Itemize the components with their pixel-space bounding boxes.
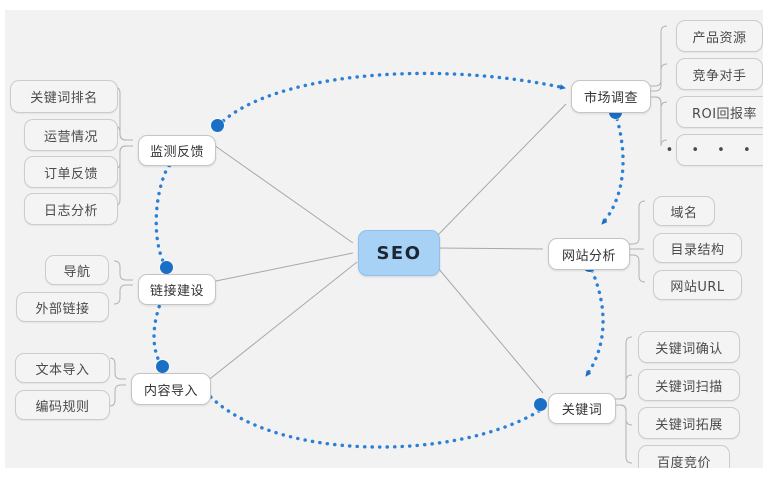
flow-monitor-to-market [216, 71, 567, 128]
leaf-node-keyword-1[interactable]: 关键词扫描 [638, 369, 740, 401]
node-label: 关键词 [561, 403, 603, 418]
node-label: 关键词扫描 [655, 379, 723, 395]
leaf-node-keyword-3[interactable]: 百度竞价 [638, 445, 730, 468]
node-label: 关键词拓展 [655, 417, 723, 433]
node-label: 关键词确认 [655, 341, 723, 357]
leaf-node-keyword-2[interactable]: 关键词拓展 [638, 407, 740, 439]
flow-keyword-to-content [203, 389, 541, 449]
leaf-node-keyword-0[interactable]: 关键词确认 [638, 331, 740, 363]
leaf-node-market-0[interactable]: 产品资源 [676, 20, 763, 52]
leaf-node-link-0[interactable]: 导航 [45, 255, 109, 285]
branch-node-content[interactable]: 内容导入 [131, 373, 211, 405]
leaf-node-monitor-3[interactable]: 日志分析 [24, 193, 118, 225]
flow-dot-link [160, 261, 173, 274]
root-node-seo[interactable]: SEO [358, 230, 440, 276]
branch-node-market[interactable]: 市场调查 [571, 80, 651, 113]
node-label: 内容导入 [143, 383, 198, 399]
leaf-node-market-2[interactable]: ROI回报率 [676, 96, 763, 128]
node-label: 网站URL [670, 279, 725, 295]
node-label: 产品资源 [692, 30, 747, 46]
node-label: 文本导入 [35, 362, 90, 378]
leaf-node-monitor-2[interactable]: 订单反馈 [24, 156, 118, 188]
leaf-node-market-3[interactable]: • • • • • [666, 134, 763, 166]
node-label: 监测反馈 [149, 145, 204, 160]
node-label: 市场调查 [583, 91, 638, 106]
node-label: 百度竞价 [656, 455, 711, 469]
node-label: 运营情况 [43, 129, 98, 145]
mindmap-canvas[interactable]: SEO 监测反馈 关键词排名运营情况订单反馈日志分析链接建设 导航外部链接内容导入 文本… [5, 10, 763, 468]
node-label: 导航 [63, 264, 91, 280]
flow-link-to-monitor [154, 160, 173, 269]
leaf-node-monitor-1[interactable]: 运营情况 [24, 119, 118, 151]
leaf-node-site-1[interactable]: 目录结构 [653, 233, 742, 263]
node-label: ROI回报率 [691, 106, 758, 122]
node-label: 域名 [670, 205, 698, 221]
node-label: 目录结构 [670, 242, 725, 258]
node-label: 编码规则 [35, 399, 90, 415]
leaf-node-content-1[interactable]: 编码规则 [15, 390, 110, 420]
node-label: 订单反馈 [43, 166, 98, 182]
node-label: • • • • • [665, 142, 763, 158]
flow-site-to-keyword [584, 262, 605, 378]
node-label: 日志分析 [43, 203, 98, 219]
node-label: 关键词排名 [30, 91, 98, 106]
flow-market-to-site [600, 110, 625, 226]
branch-node-site[interactable]: 网站分析 [548, 238, 630, 270]
flow-dot-content [156, 360, 169, 373]
node-label: 网站分析 [561, 248, 616, 264]
leaf-node-monitor-0[interactable]: 关键词排名 [10, 80, 118, 113]
flow-dot-monitor [211, 119, 224, 132]
branch-node-keyword[interactable]: 关键词 [548, 393, 616, 424]
leaf-node-link-1[interactable]: 外部链接 [16, 292, 109, 322]
node-label: 竞争对手 [692, 68, 747, 84]
node-label: SEO [376, 242, 422, 264]
leaf-node-site-0[interactable]: 域名 [653, 196, 715, 226]
node-label: 外部链接 [35, 301, 90, 317]
flow-dot-keyword [534, 398, 547, 411]
node-label: 链接建设 [149, 284, 204, 299]
leaf-node-market-1[interactable]: 竞争对手 [676, 58, 763, 90]
leaf-node-content-0[interactable]: 文本导入 [15, 353, 110, 383]
branch-node-link[interactable]: 链接建设 [138, 274, 216, 305]
leaf-node-site-2[interactable]: 网站URL [653, 270, 742, 300]
branch-node-monitor[interactable]: 监测反馈 [138, 135, 216, 166]
